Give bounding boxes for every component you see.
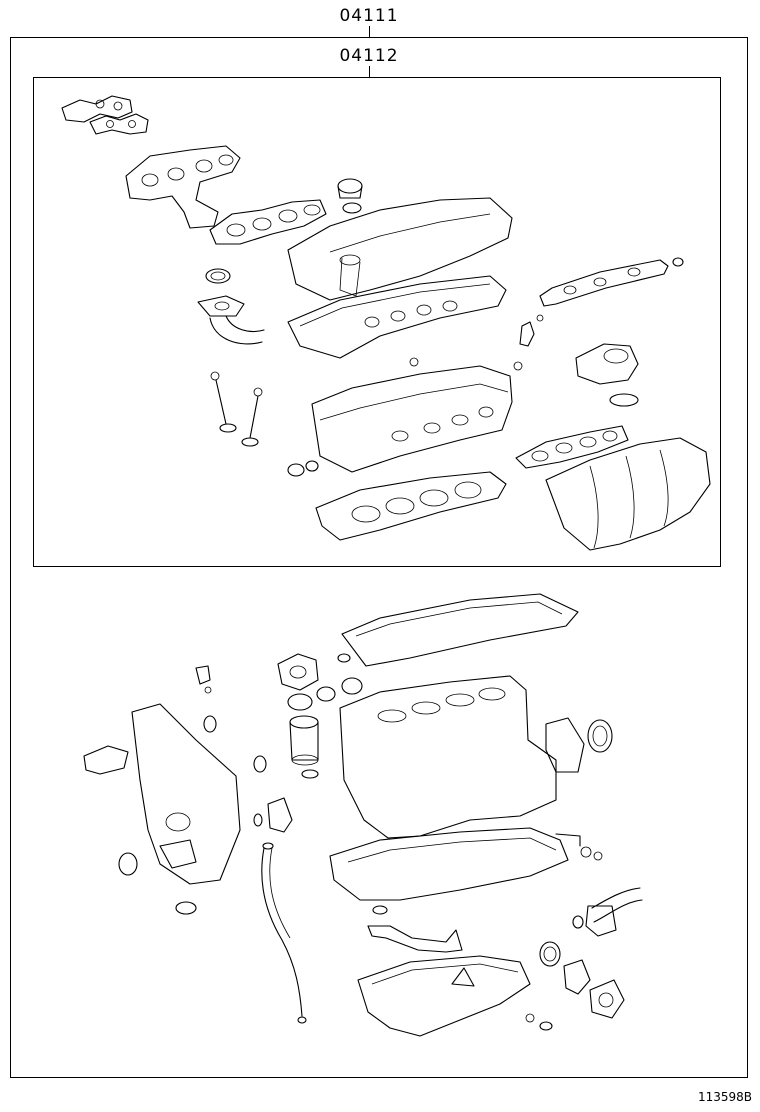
oil-pump-gasket [253,797,293,833]
oil-filler-cap [337,178,363,214]
oil-strainer [367,905,463,953]
sensor-fittings [513,314,544,371]
kit-04112-leader [369,66,370,77]
exhaust-pipe [197,295,265,345]
water-pump-gasket [277,653,319,691]
thermostat [539,941,591,995]
intake-manifold-gasket [515,425,629,469]
oil-level-gauge [261,842,307,1024]
camshaft-seal [205,268,231,284]
water-inlet-pipe [572,887,643,1019]
head-cover-gasket [287,275,507,359]
figure-id: 113598B [697,1090,752,1104]
cylinder-block [339,675,557,839]
oil-pan-gasket-upper [341,593,579,667]
exhaust-manifold-to-head-gasket [209,199,327,245]
overhaul-kit-frame [10,37,748,1078]
camshaft [539,257,684,307]
intake-manifold [545,437,711,551]
exhaust-manifold-gasket [61,95,149,135]
cylinder-head-cover [287,197,513,301]
misc-seals [195,653,363,773]
kit-04111-leader [369,26,370,37]
oil-filter [289,715,319,779]
timing-chain-cover [131,703,241,885]
head-gasket-kit-frame [33,77,721,567]
kit-04111-label: 04111 [339,6,399,26]
oil-pan-bolts [555,833,603,861]
oil-pan-upper [329,827,569,901]
water-outlet [575,343,639,407]
kit-04112-label: 04112 [339,46,399,66]
rear-oil-seal-retainer [545,717,613,773]
exhaust-manifold [125,145,241,229]
oil-pan-lower [357,955,553,1037]
cylinder-head [311,357,513,473]
head-seals [287,460,319,477]
cylinder-head-gasket [315,471,507,541]
valves [210,371,263,447]
front-seals [83,745,197,915]
